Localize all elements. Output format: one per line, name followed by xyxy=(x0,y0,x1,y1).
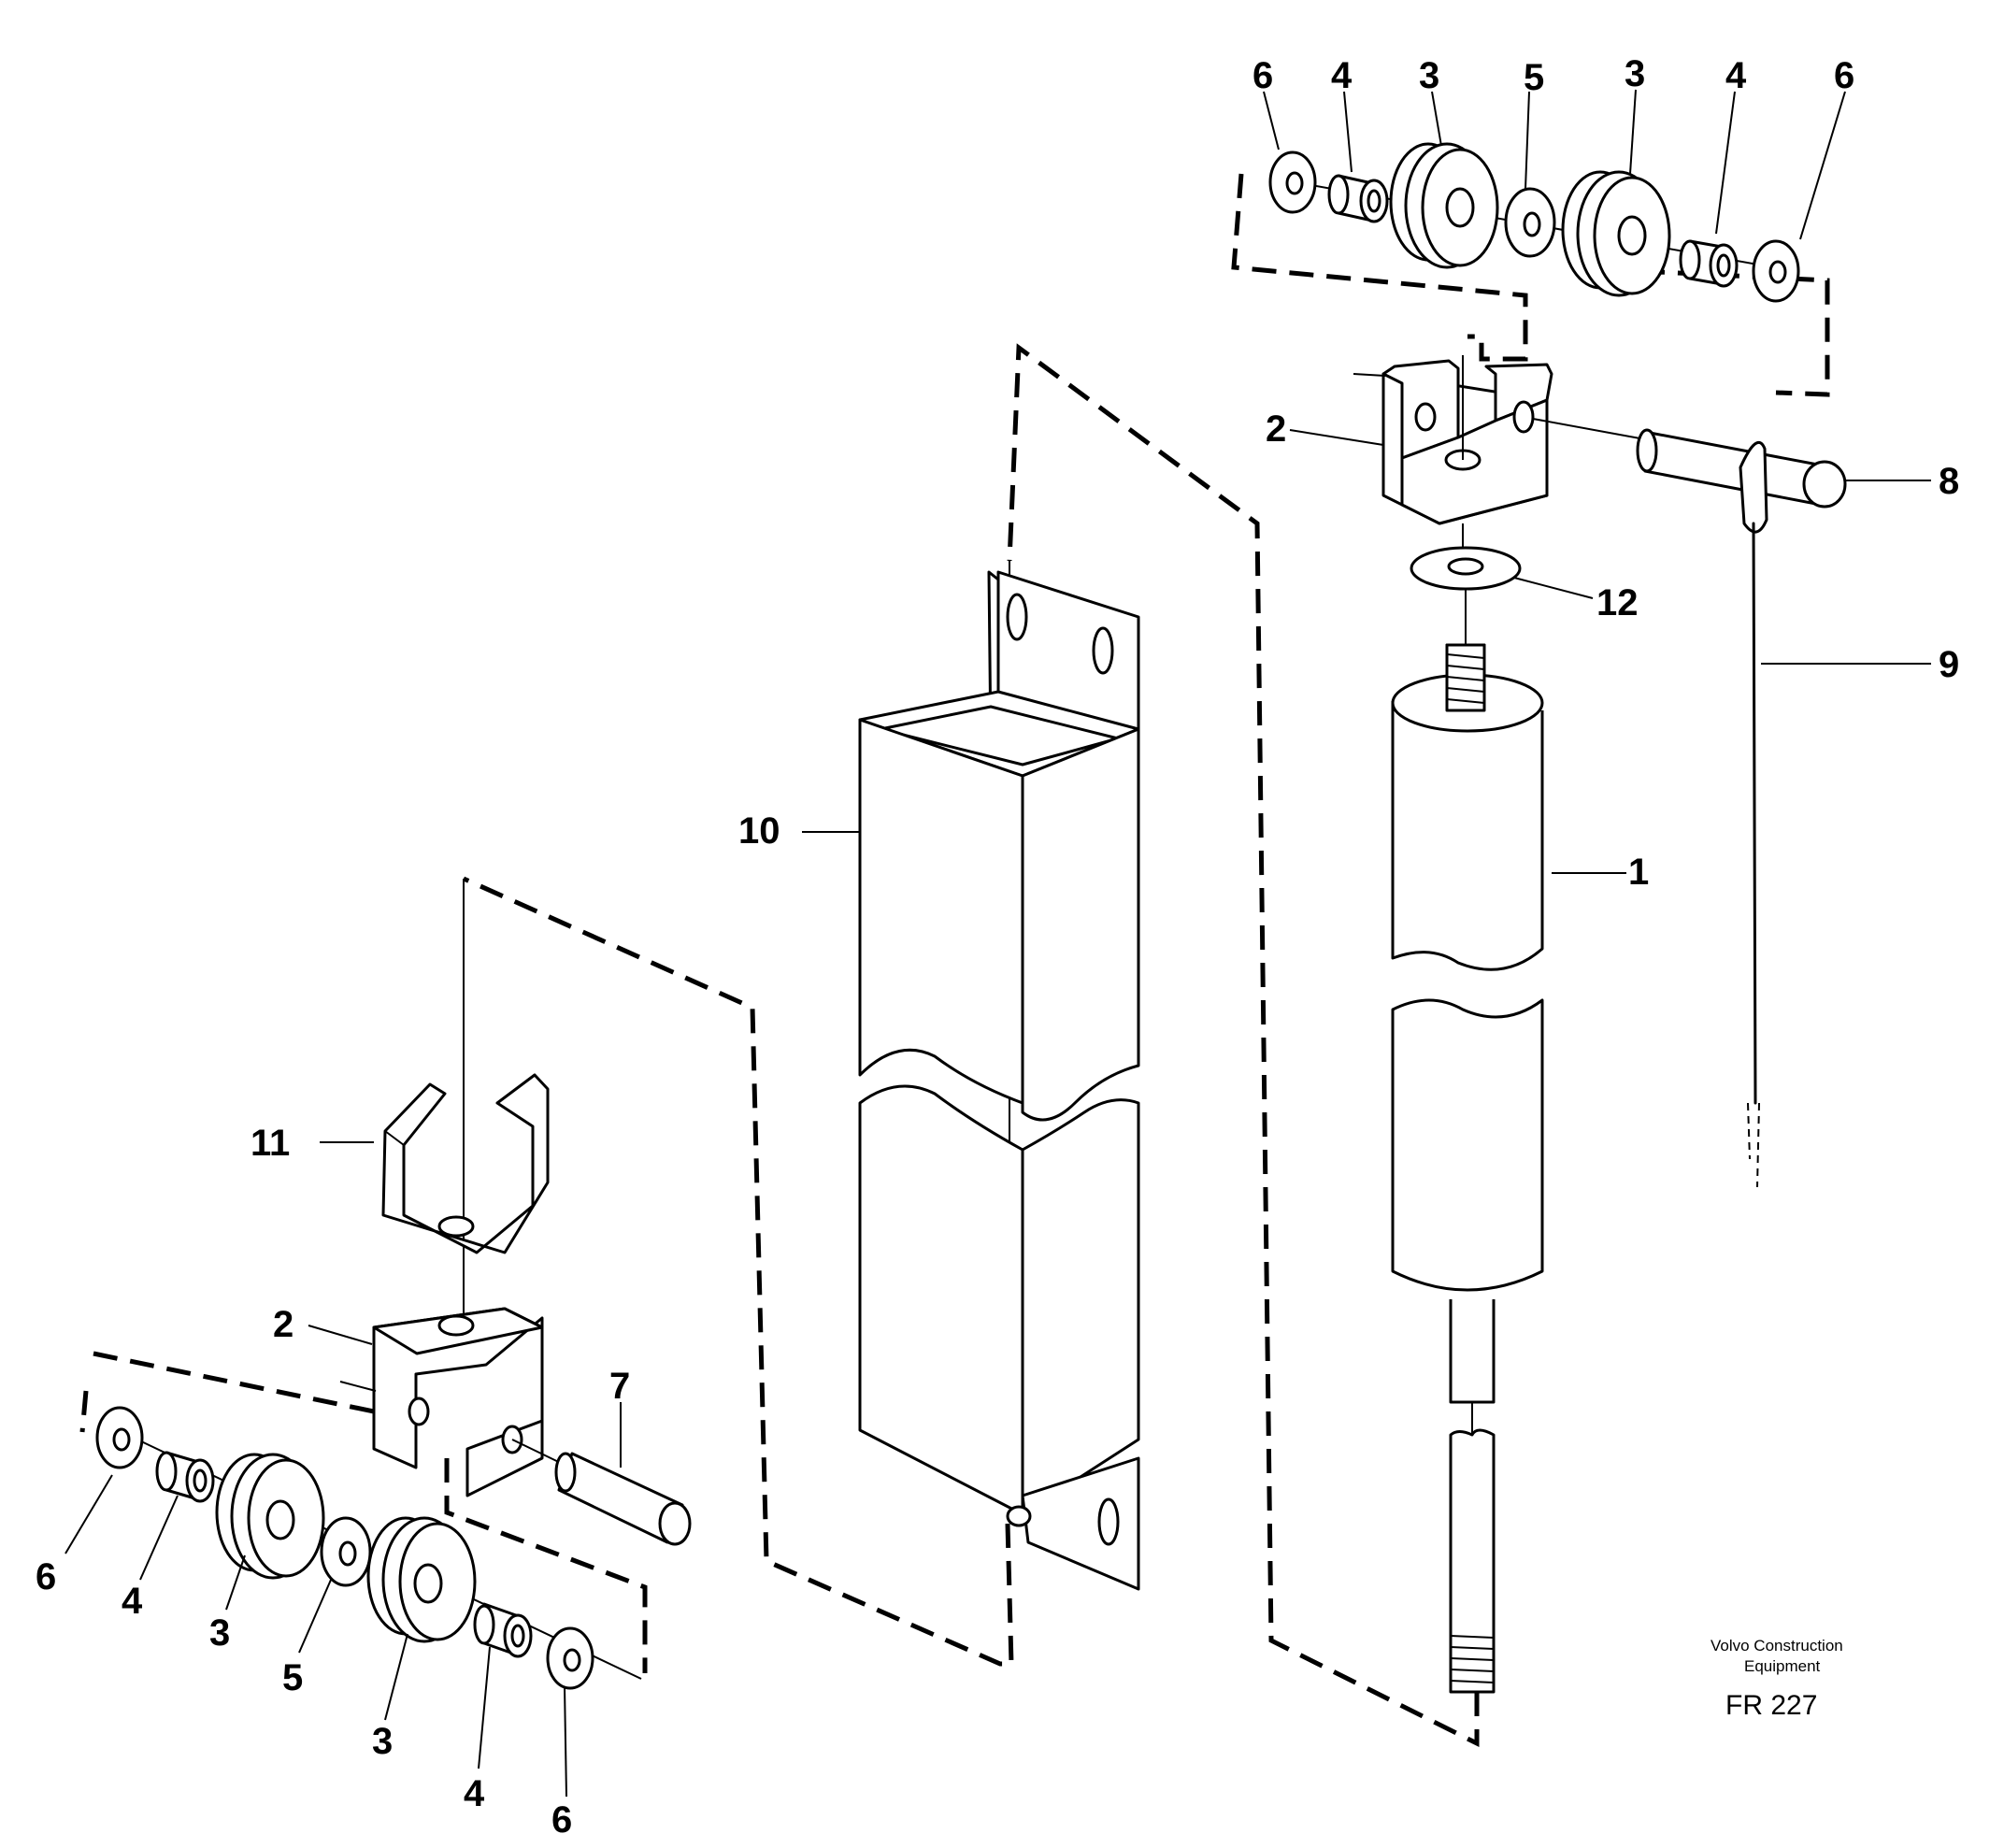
pulley-3-bottom-left xyxy=(215,1453,325,1580)
callout-12: 12 xyxy=(1596,582,1639,623)
callout-3-top-right: 3 xyxy=(1625,53,1645,94)
callout-6-bottom-left: 6 xyxy=(36,1556,56,1597)
bracket-2-bottom xyxy=(339,1307,544,1497)
brand-line-1: Volvo Construction xyxy=(1711,1637,1843,1655)
callout-7: 7 xyxy=(609,1366,630,1407)
bushing-4-top-right xyxy=(1679,239,1739,288)
spacer-5-bottom xyxy=(320,1516,372,1587)
bushing-4-bottom-left xyxy=(155,1451,215,1503)
guide-11 xyxy=(381,1073,550,1254)
brand-line-2: Equipment xyxy=(1744,1657,1821,1675)
column-dashed-path xyxy=(1007,343,1480,1748)
bottom-group-dashed-bracket xyxy=(79,1351,648,1673)
bushing-4-top-left xyxy=(1327,174,1389,223)
callout-8: 8 xyxy=(1939,461,1959,502)
callout-2-bottom: 2 xyxy=(273,1304,293,1345)
spacer-5-top xyxy=(1504,187,1556,258)
washer-6-top-left xyxy=(1268,150,1317,214)
callout-3-bottom-left: 3 xyxy=(209,1612,230,1654)
pin-8 xyxy=(1532,418,1847,534)
callout-4-top-left: 4 xyxy=(1331,55,1353,96)
callout-6-top-right: 6 xyxy=(1834,55,1854,96)
callout-4-top-right: 4 xyxy=(1725,55,1747,96)
housing-10 xyxy=(858,570,1140,1591)
column-1 xyxy=(1391,643,1544,1694)
washer-6-bottom-left xyxy=(95,1406,144,1469)
washer-12 xyxy=(1410,523,1522,645)
washer-6-bottom-right xyxy=(546,1626,594,1690)
top-roller-assembly xyxy=(1231,89,1846,397)
figure-reference: FR 227 xyxy=(1725,1690,1817,1721)
callout-5-top: 5 xyxy=(1524,57,1544,98)
callout-3-top-left: 3 xyxy=(1419,55,1439,96)
callout-6-bottom-right: 6 xyxy=(551,1799,572,1841)
pulley-3-top-left xyxy=(1389,142,1499,269)
callout-9: 9 xyxy=(1939,644,1959,685)
callout-4-bottom-right: 4 xyxy=(464,1773,485,1814)
callout-4-bottom-left: 4 xyxy=(122,1581,143,1622)
callout-2-top: 2 xyxy=(1266,408,1286,450)
pin-7 xyxy=(511,1439,692,1546)
callout-10: 10 xyxy=(738,810,780,852)
pulley-3-bottom-right xyxy=(366,1516,477,1643)
callout-3-bottom-right: 3 xyxy=(372,1721,393,1762)
callout-1: 1 xyxy=(1628,852,1649,893)
bracket-2-top xyxy=(1353,355,1553,525)
bushing-4-bottom-right xyxy=(473,1602,533,1658)
callout-5-bottom: 5 xyxy=(282,1657,303,1698)
washer-6-top-right xyxy=(1752,239,1800,303)
wire-9 xyxy=(1747,522,1760,1188)
bottom-roller-assembly xyxy=(64,1351,648,1798)
housing-dashed-path xyxy=(462,876,1014,1667)
callout-6-top-left: 6 xyxy=(1252,55,1273,96)
callout-11: 11 xyxy=(250,1123,290,1164)
pulley-3-top-right xyxy=(1561,170,1671,297)
